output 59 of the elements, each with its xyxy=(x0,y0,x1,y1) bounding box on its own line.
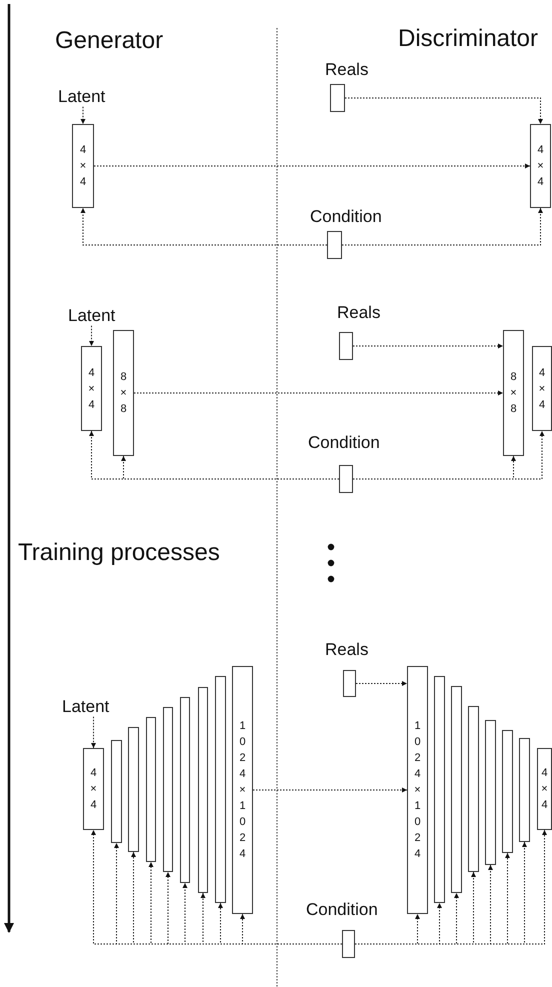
section-heading: Generator xyxy=(55,28,164,54)
input-label: Reals xyxy=(325,61,368,80)
resolution-label: 4 × 4 xyxy=(87,366,96,412)
section-heading: Training processes xyxy=(18,540,220,566)
layer-block xyxy=(537,748,552,830)
arrow xyxy=(121,456,340,480)
arrow xyxy=(252,788,408,792)
arrow xyxy=(356,681,408,686)
arrow xyxy=(354,830,547,944)
layer-block xyxy=(232,666,253,914)
section-heading: Discriminator xyxy=(398,26,538,52)
resolution-label: 4 × 4 xyxy=(89,766,98,813)
layer-block xyxy=(128,727,139,852)
arrow xyxy=(91,716,96,748)
arrow xyxy=(80,208,328,246)
layer-block xyxy=(532,346,552,431)
arrow xyxy=(240,914,342,944)
layer-block xyxy=(485,720,496,865)
arrow xyxy=(352,344,504,348)
layer-block xyxy=(503,330,524,456)
layer-block xyxy=(83,748,104,830)
resolution-label: 1 0 2 4 × 1 0 2 4 xyxy=(413,719,422,862)
resolution-label: 8 × 8 xyxy=(509,370,518,417)
arrow xyxy=(89,325,94,346)
layer-block xyxy=(180,697,190,883)
arrow xyxy=(80,106,86,124)
layer-block xyxy=(407,666,428,914)
input-label: Latent xyxy=(58,88,106,107)
arrow xyxy=(94,164,530,168)
arrow xyxy=(134,390,504,396)
resolution-label: 4 × 4 xyxy=(540,766,549,813)
layer-block xyxy=(451,686,462,893)
input-label: Reals xyxy=(325,641,368,660)
layer-block xyxy=(113,330,134,456)
resolution-label: 4 × 4 xyxy=(536,143,545,190)
input-label: Condition xyxy=(306,901,378,920)
layer-block xyxy=(519,738,530,842)
resolution-label: 4 × 4 xyxy=(538,366,546,412)
layer-block xyxy=(163,707,173,872)
layer-block xyxy=(215,676,226,903)
input-label: Condition xyxy=(308,434,380,453)
input-label: Latent xyxy=(68,307,116,326)
input-label: Condition xyxy=(310,208,382,227)
arrow xyxy=(344,98,543,124)
input-label: Latent xyxy=(62,698,110,717)
layer-block xyxy=(146,717,156,862)
layer-block xyxy=(72,124,94,208)
input-label: Reals xyxy=(337,304,380,323)
layer-block xyxy=(198,687,208,893)
layer-block xyxy=(111,740,122,843)
arrow xyxy=(342,208,543,246)
layer-block xyxy=(502,730,513,853)
layer-block xyxy=(530,124,551,208)
resolution-label: 4 × 4 xyxy=(78,143,88,190)
layer-block xyxy=(81,346,102,431)
resolution-label: 1 0 2 4 × 1 0 2 4 xyxy=(238,719,247,862)
layer-block xyxy=(434,676,445,903)
layer-block xyxy=(468,706,479,872)
resolution-label: 8 × 8 xyxy=(119,370,128,417)
